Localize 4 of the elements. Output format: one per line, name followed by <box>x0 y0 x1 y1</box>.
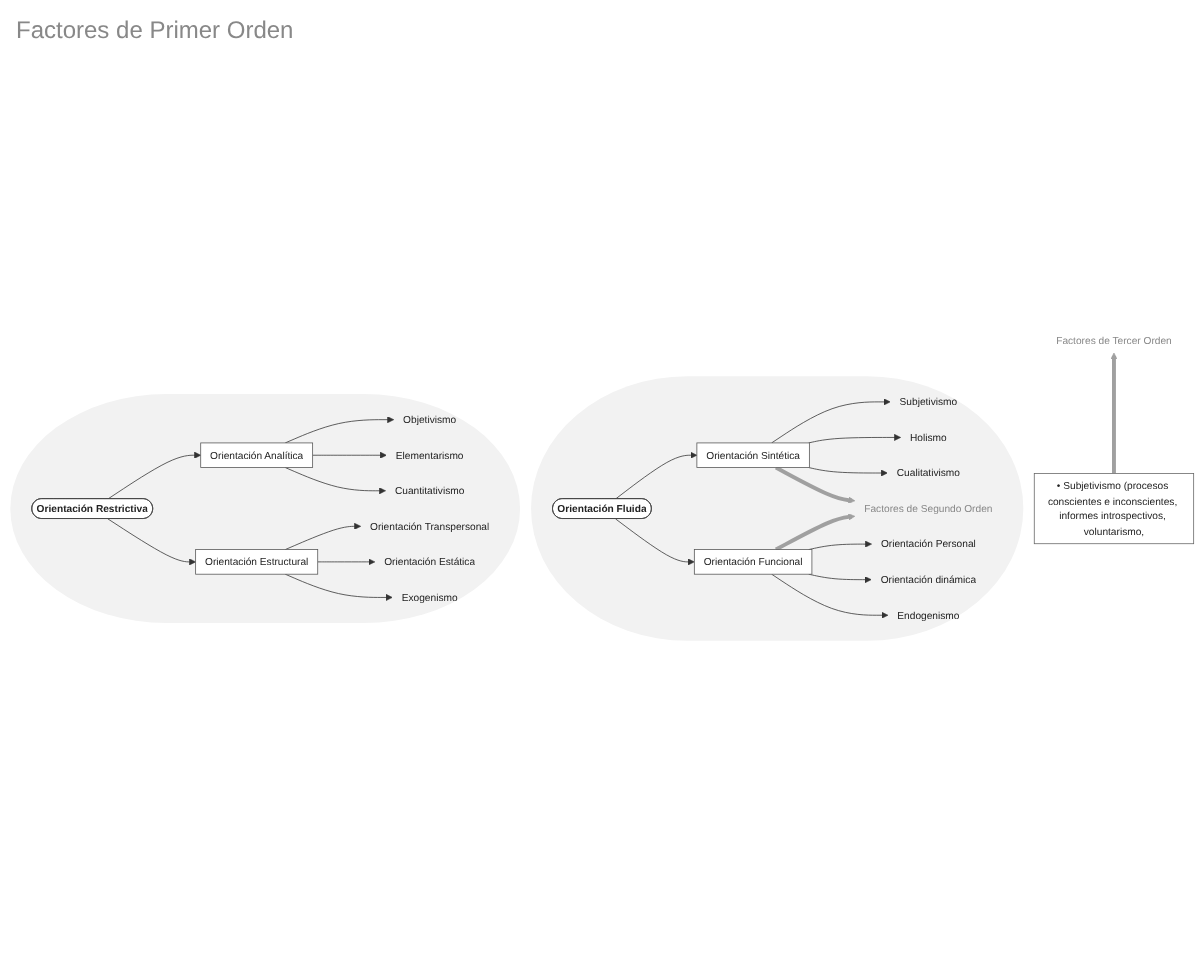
arrow <box>774 513 856 552</box>
arrow <box>1110 353 1118 474</box>
factor-label: Factores de Primer Orden <box>16 16 294 44</box>
arrow <box>774 466 856 505</box>
